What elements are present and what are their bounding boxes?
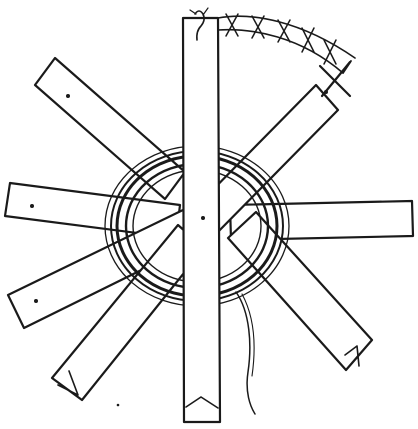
ink-speck xyxy=(117,404,120,407)
cross-stitch-weaver xyxy=(218,14,355,96)
trailing-strand xyxy=(236,292,255,414)
spoke-vertical xyxy=(183,8,220,422)
spoke-upper-left xyxy=(35,58,185,199)
